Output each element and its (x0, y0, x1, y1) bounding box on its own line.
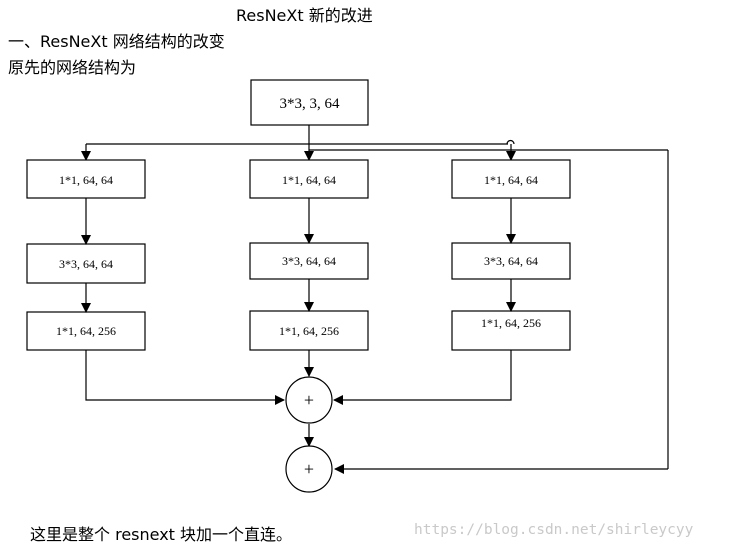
caption-text: 这里是整个 resnext 块加一个直连。 (30, 525, 293, 544)
input-conv-label: 3*3, 3, 64 (280, 96, 341, 112)
shortcut-add-node: + (285, 445, 333, 493)
split-connectors (81, 125, 669, 474)
branch-2-conv3-label: 1*1, 64, 256 (279, 324, 339, 338)
merge-connectors (85, 350, 512, 447)
branch-2: 1*1, 64, 64 3*3, 64, 64 1*1, 64, 256 (249, 159, 369, 351)
branch-1-conv1-label: 1*1, 64, 64 (59, 173, 113, 187)
branch-3: 1*1, 64, 64 3*3, 64, 64 1*1, 64, 256 (451, 159, 571, 351)
branch-2-conv1-label: 1*1, 64, 64 (282, 173, 336, 187)
branch-1: 1*1, 64, 64 3*3, 64, 64 1*1, 64, 256 (26, 159, 146, 351)
branch-2-conv2-label: 3*3, 64, 64 (282, 254, 336, 268)
branch-3-conv1-label: 1*1, 64, 64 (484, 173, 538, 187)
branch-2-conv1-box (249, 159, 369, 199)
branch-2-conv3-box (249, 310, 369, 351)
branch-1-conv2-box (26, 243, 146, 284)
document-title: ResNeXt 新的改进 (236, 6, 373, 25)
branch-3-conv3-label: 1*1, 64, 256 (481, 316, 541, 330)
branch-3-conv1-box (451, 159, 571, 199)
watermark-text: https://blog.csdn.net/shirleycyy (414, 522, 694, 538)
intro-text: 原先的网络结构为 (8, 58, 137, 77)
aggregation-sum-node: + (285, 376, 333, 424)
branch-1-conv2-label: 3*3, 64, 64 (59, 257, 113, 271)
branch-3-conv2-box (451, 242, 571, 280)
section-heading: 一、ResNeXt 网络结构的改变 (8, 32, 225, 51)
branch-3-conv2-label: 3*3, 64, 64 (484, 254, 538, 268)
branch-1-conv3-label: 1*1, 64, 256 (56, 324, 116, 338)
layer-arrows (81, 198, 516, 313)
sum-symbol: + (304, 390, 314, 410)
input-conv-box: 3*3, 3, 64 (250, 79, 369, 126)
shortcut-add-symbol: + (304, 459, 314, 479)
